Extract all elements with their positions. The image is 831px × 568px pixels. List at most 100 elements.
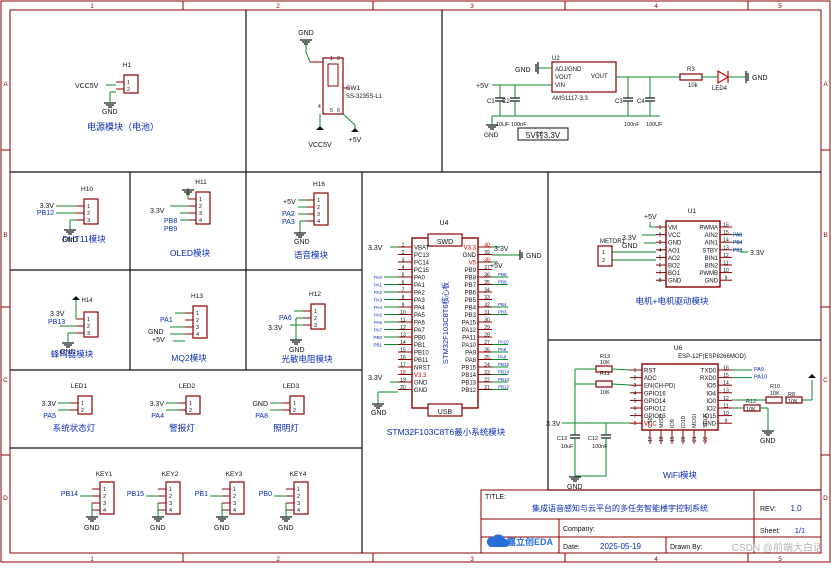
pin-number: 21 [484, 385, 490, 391]
pin-name: VBAT [414, 246, 430, 252]
pin-number: 2 [127, 87, 130, 93]
pin-name: AO2 [668, 256, 681, 262]
net-label: PA8 [733, 233, 742, 239]
net-label: PA5 [374, 313, 383, 318]
pin-name: PA5 [414, 313, 426, 319]
column-label: 5 [778, 556, 782, 563]
column-label: 4 [654, 3, 658, 10]
module-caption: 蜂鸣器模块 [51, 349, 94, 359]
motor-connector-body [597, 245, 613, 267]
pin-number: 7 [659, 271, 662, 277]
gnd-symbol [569, 476, 581, 482]
pin-number: 1 [602, 250, 605, 256]
pin-number: 4 [233, 508, 236, 514]
designator: U1 [688, 208, 697, 215]
pin-number: 2 [337, 56, 340, 62]
title-label: TITLE: [485, 494, 506, 501]
net-label: GND [567, 484, 583, 491]
pin-number: 12 [400, 325, 406, 331]
pin-number: 24 [484, 363, 490, 369]
pin-number: 19 [670, 436, 676, 442]
header-connector: 12 [70, 395, 93, 415]
resistor-body [679, 73, 703, 81]
pin-number: 1 [81, 401, 84, 407]
part-value: 10K [770, 391, 780, 397]
module-caption: 警报灯 [169, 423, 195, 433]
net-label: PB13 [48, 319, 65, 326]
part-value: 10k [688, 83, 699, 89]
pin-name: PWMB [699, 271, 718, 277]
pin-number: 3 [314, 323, 317, 329]
net-label: PA8 [498, 355, 507, 360]
part-value: 100nF [511, 122, 527, 128]
pin-number: 4 [297, 508, 300, 514]
wire [305, 51, 311, 63]
pin-number: 2 [196, 318, 199, 324]
pin-number: 6 [659, 263, 662, 269]
gnd-symbol [372, 403, 384, 409]
pin-number: 28 [484, 333, 490, 339]
pin-name: PB8 [465, 276, 477, 282]
header-body [313, 192, 329, 226]
watermark-text: CSDN @前端大白话 [732, 541, 823, 554]
net-label: PB8 [498, 272, 507, 277]
part-number: SS-3235S-L1 [346, 94, 383, 100]
pin-number: 1 [196, 311, 199, 317]
gnd-symbol [182, 189, 194, 195]
pin-number: 9 [725, 419, 728, 425]
pin-name: PA3 [414, 298, 426, 304]
net-label: PB8 [164, 218, 177, 225]
pin-name: TXD0 [701, 369, 717, 375]
pin-number: 21 [692, 436, 698, 442]
net-label: +5V [644, 214, 657, 221]
net-label: PB14 [61, 491, 78, 498]
column-label: 3 [470, 3, 474, 10]
designator: U2 [552, 56, 560, 62]
module-caption: OLED模块 [170, 248, 211, 258]
designator: H12 [309, 291, 321, 298]
pin-name: PA1 [414, 283, 426, 289]
designator: H13 [191, 293, 203, 300]
pin-number: 6 [402, 280, 405, 286]
header-connector: 123 [76, 311, 99, 338]
pin-number: 13 [723, 388, 729, 394]
header-connector: 12 [116, 74, 139, 94]
designator: U6 [674, 345, 683, 352]
designator: H1 [123, 62, 132, 69]
pin-number: 4 [103, 508, 106, 514]
pin-number: 1 [314, 309, 317, 315]
designator: U4 [440, 220, 449, 227]
net-label: PB3 [498, 310, 507, 315]
pin-number: 12 [723, 253, 729, 259]
net-label: 3.3V [546, 421, 561, 428]
pin-number: 10 [723, 268, 729, 274]
column-label: 2 [276, 556, 280, 563]
pin-number: 34 [484, 288, 490, 294]
pin-number: 27 [484, 340, 490, 346]
pin-number: 1 [402, 243, 405, 249]
row-label: C [823, 377, 828, 384]
title-block-frame [480, 489, 822, 554]
net-label: GND [752, 75, 768, 82]
pin-name: IO5 [706, 384, 716, 390]
pin-name: PB15 [461, 366, 476, 372]
pin-name: EN(CH-PD) [644, 384, 675, 390]
part-value: 10K [788, 399, 798, 405]
designator: H14 [81, 298, 93, 304]
pin-number: 2 [87, 324, 90, 330]
net-label: PA1 [160, 317, 173, 324]
pin-number: 4 [659, 248, 662, 254]
pin-number: 4 [402, 265, 405, 271]
column-label: 4 [654, 556, 658, 563]
pin-number: 15 [400, 348, 406, 354]
pin-number: 13 [723, 245, 729, 251]
pin-number: 19 [400, 378, 406, 384]
pin-number: 38 [484, 258, 490, 264]
designator: H16 [313, 181, 325, 188]
net-label: 3.3V [268, 325, 283, 332]
pin-name: AIN2 [705, 233, 719, 239]
pin-name: IO9 [670, 419, 676, 428]
